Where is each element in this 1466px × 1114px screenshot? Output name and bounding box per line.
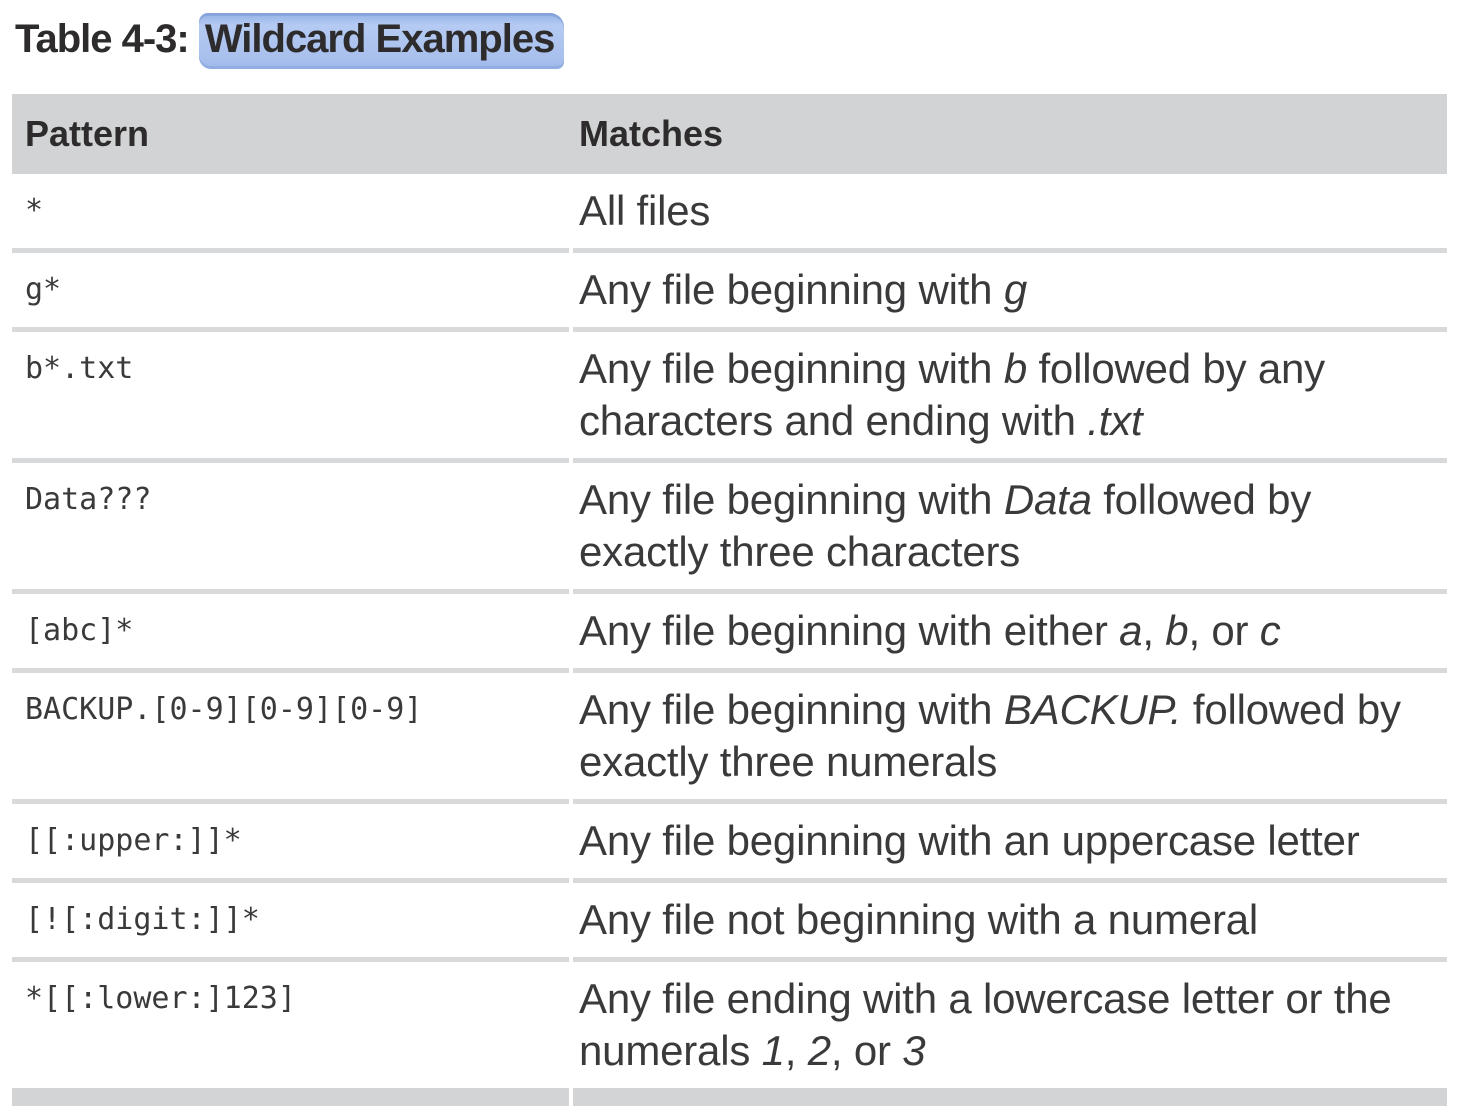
table-row: Data??? Any file beginning with Data fol… [12,463,1447,594]
table-row: g* Any file beginning with g [12,253,1447,332]
table-caption-prefix: Table 4-3: [15,17,199,61]
table-row: b*.txt Any file beginning with b followe… [12,332,1447,463]
table-caption: Table 4-3: Wildcard Examples [15,8,1466,72]
matches-cell: Any file beginning with Data followed by… [573,463,1447,594]
matches-cell: Any file not beginning with a numeral [573,883,1447,962]
table-row: [![:digit:]]* Any file not beginning wit… [12,883,1447,962]
pattern-cell: BACKUP.[0-9][0-9][0-9] [12,673,569,804]
table-row: [abc]* Any file beginning with either a,… [12,594,1447,673]
matches-cell: Any file ending with a lowercase letter … [579,975,1392,1074]
column-header-pattern: Pattern [25,113,150,154]
pattern-cell: b*.txt [12,332,569,463]
column-header-matches: Matches [579,113,724,154]
table-bottom-bar-left-segment [12,1088,569,1106]
table-bottom-bar [12,1088,1447,1106]
table-caption-highlight: Wildcard Examples [198,13,565,69]
pattern-cell: g* [12,253,569,332]
pattern-cell: Data??? [12,463,569,594]
pattern-cell: [[:upper:]]* [12,804,569,883]
matches-cell: Any file beginning with BACKUP. followed… [573,673,1447,804]
matches-cell: Any file beginning with g [573,253,1447,332]
table-row: BACKUP.[0-9][0-9][0-9] Any file beginnin… [12,673,1447,804]
matches-cell: Any file beginning with either a, b, or … [573,594,1447,673]
matches-cell: Any file beginning with an uppercase let… [573,804,1447,883]
table-row: *[[:lower:]123] Any file ending with a l… [12,962,1447,1088]
table-bottom-bar-right-segment [573,1088,1447,1106]
pattern-cell: [![:digit:]]* [12,883,569,962]
table-row: [[:upper:]]* Any file beginning with an … [12,804,1447,883]
pattern-cell: * [12,174,569,253]
table-body: * All files g* Any file beginning with g… [12,174,1447,1088]
table-row: * All files [12,174,1447,253]
matches-cell: Any file beginning with b followed by an… [573,332,1447,463]
pattern-cell: *[[:lower:]123] [25,981,296,1016]
matches-cell: All files [573,174,1447,253]
table-header-row: Pattern Matches [12,94,1447,174]
wildcard-examples-table: Pattern Matches * All files g* Any file … [12,94,1447,1106]
pattern-cell: [abc]* [12,594,569,673]
